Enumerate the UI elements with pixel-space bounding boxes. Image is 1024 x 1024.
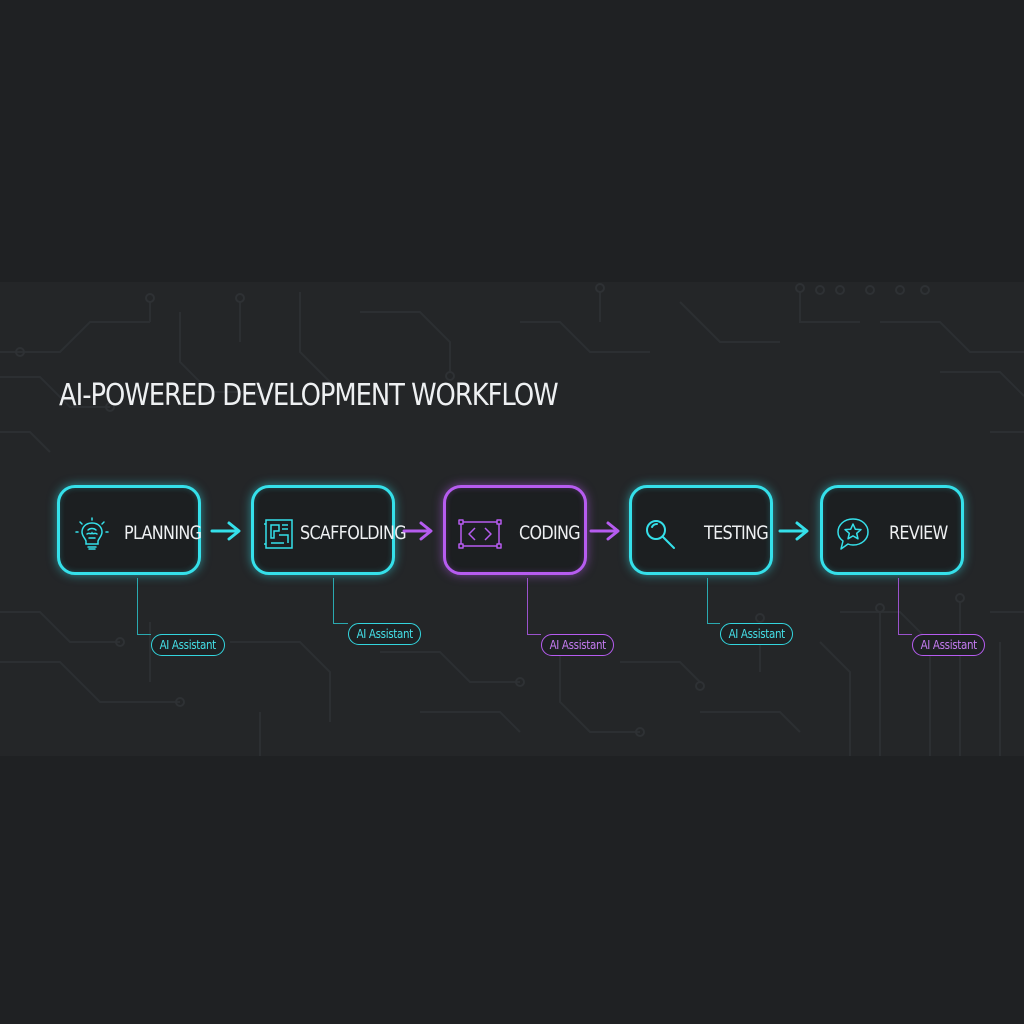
connector-scaffolding-h [333,623,348,624]
ai-assistant-badge-coding: AI Assistant [541,634,614,656]
connector-scaffolding [333,578,334,624]
connector-planning [137,578,138,635]
arrow-scaffolding-to-coding [402,521,433,541]
diagram-title: AI-POWERED DEVELOPMENT WORKFLOW [59,378,559,413]
step-label: TESTING [704,522,769,544]
connector-planning-h [137,634,151,635]
step-testing: TESTING [629,485,773,575]
connector-testing [707,578,708,624]
connector-review [898,578,899,635]
step-label: CODING [519,522,581,544]
ai-assistant-badge-scaffolding: AI Assistant [348,623,421,645]
arrow-coding-to-testing [589,521,620,541]
step-review: REVIEW [820,485,964,575]
magnifier-icon [646,520,675,549]
code-brackets-icon [458,519,502,549]
star-speech-bubble-icon [837,518,869,550]
ai-assistant-badge-testing: AI Assistant [720,623,793,645]
blueprint-icon [264,519,293,549]
arrow-planning-to-scaffolding [210,521,241,541]
step-label: PLANNING [124,522,202,544]
step-label: SCAFFOLDING [300,522,407,544]
step-planning: PLANNING [57,485,202,575]
ai-assistant-badge-review: AI Assistant [912,634,985,656]
arrow-testing-to-review [778,521,809,541]
ai-assistant-badge-planning: AI Assistant [151,634,225,656]
connector-testing-h [707,623,720,624]
lightbulb-brain-icon [75,517,109,550]
circuit-background [0,283,1024,756]
connector-coding [527,578,528,635]
connector-coding-h [527,634,541,635]
step-label: REVIEW [889,522,948,544]
step-coding: CODING [443,485,587,575]
connector-review-h [898,634,912,635]
step-scaffolding: SCAFFOLDING [251,485,407,575]
